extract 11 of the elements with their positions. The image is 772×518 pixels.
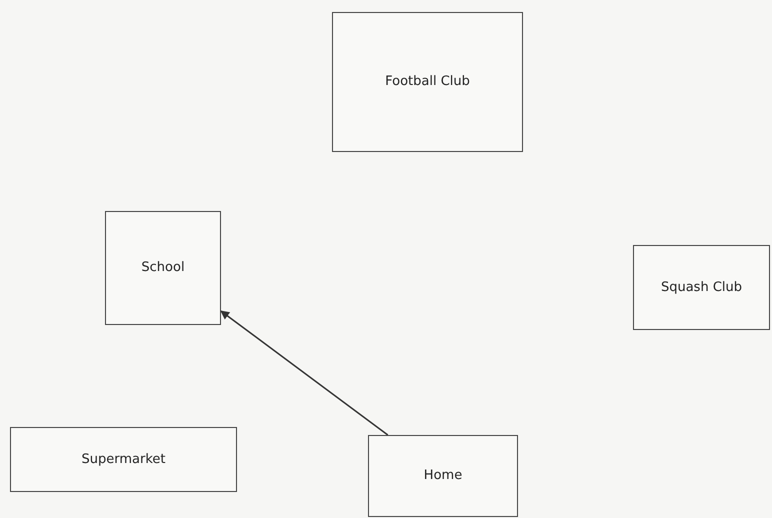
place-box bbox=[368, 435, 518, 517]
place-label: Football Club bbox=[385, 73, 470, 92]
place-label: School bbox=[141, 259, 185, 278]
arrow bbox=[220, 310, 388, 436]
place-box bbox=[332, 12, 523, 152]
place-label: Supermarket bbox=[82, 450, 166, 469]
place-box bbox=[105, 211, 221, 325]
place-box bbox=[633, 245, 770, 330]
place-label: Home bbox=[424, 467, 462, 486]
place-box bbox=[10, 427, 237, 492]
place-label: Squash Club bbox=[660, 278, 742, 297]
